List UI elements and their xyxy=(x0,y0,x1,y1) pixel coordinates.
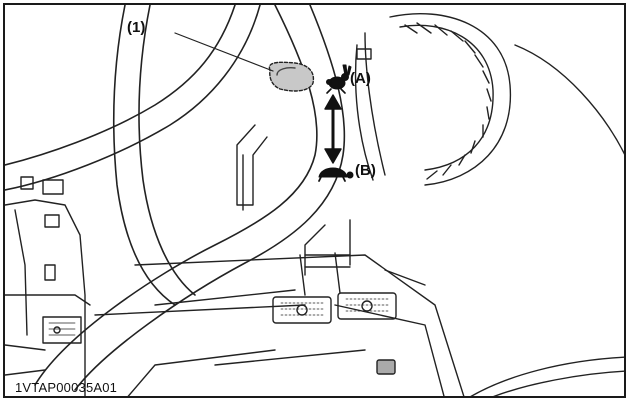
floor-pedals-drawing xyxy=(94,252,624,396)
figure-code: 1VTAP00035A01 xyxy=(15,380,118,395)
steering-column-drawing xyxy=(236,124,351,276)
callout-position-a: (A) xyxy=(350,70,371,87)
tractor-cab-illustration xyxy=(5,5,624,396)
brake-pedal-right xyxy=(337,292,397,320)
callout-part-1: (1) xyxy=(127,19,146,36)
small-pedal xyxy=(376,359,396,375)
tire-drawing xyxy=(354,13,624,186)
turtle-icon xyxy=(318,167,354,182)
brake-pedal-left xyxy=(272,296,332,324)
rabbit-icon xyxy=(326,64,352,94)
leader-line xyxy=(174,32,274,72)
steering-wheel-drawing xyxy=(5,5,346,391)
hand-throttle-lever xyxy=(268,61,315,92)
callout-position-b: (B) xyxy=(355,162,376,179)
figure-frame: (1) (A) (B) 1VTAP00035A01 xyxy=(3,3,626,398)
dashboard-drawing xyxy=(5,176,91,396)
direction-arrow xyxy=(324,94,342,164)
